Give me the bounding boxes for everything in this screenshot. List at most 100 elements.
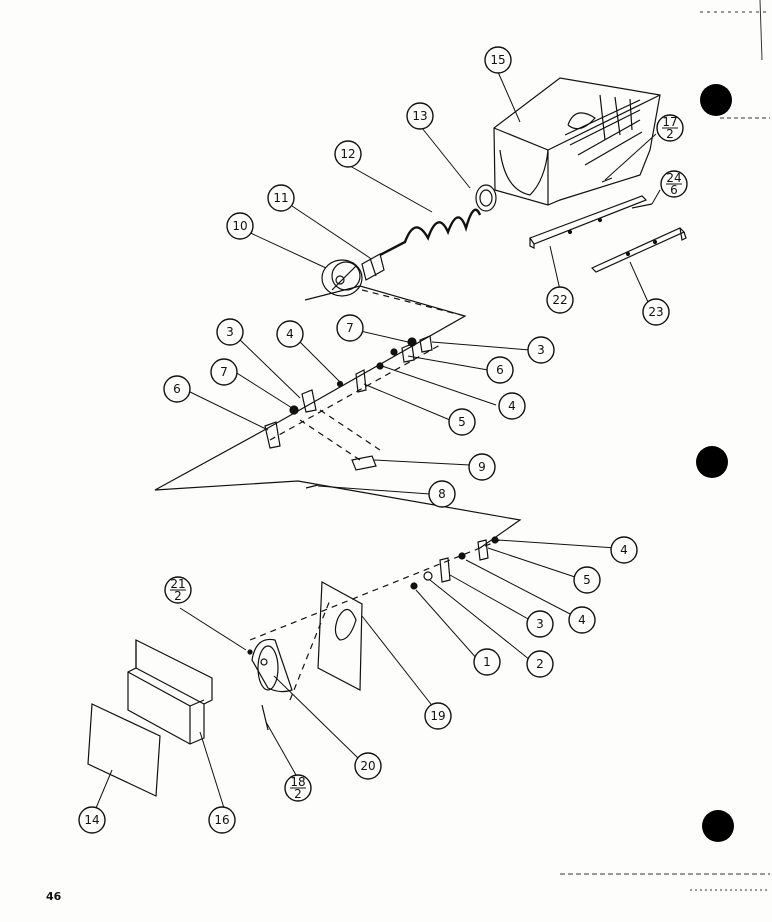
callout-label: 13 <box>412 109 427 123</box>
callout-label: 22 <box>552 293 567 307</box>
callout-c14: 14 <box>78 806 106 834</box>
callout-label: 1 <box>483 655 491 669</box>
callout-label: 16 <box>214 813 229 827</box>
centerline-lower <box>249 539 501 641</box>
screw-18-part <box>261 704 269 731</box>
callout-c19: 19 <box>424 702 452 730</box>
callout-circle <box>573 566 601 594</box>
scan-edge-marks <box>560 0 770 891</box>
callout-c4b: 4 <box>498 392 526 420</box>
callout-c24: 246 <box>660 170 688 198</box>
callout-label: 2 <box>536 657 544 671</box>
callout-circle <box>642 298 670 326</box>
leader-lines <box>95 71 661 809</box>
shaft-9-part <box>351 455 377 471</box>
callout-c11: 11 <box>267 184 295 212</box>
callout-circle <box>473 648 501 676</box>
callout-label: 19 <box>430 709 445 723</box>
callout-c3a: 3 <box>216 318 244 346</box>
callout-label: 20 <box>360 759 375 773</box>
callout-circle <box>468 453 496 481</box>
callout-circle <box>210 358 238 386</box>
centerline-motor <box>289 599 331 701</box>
plate-19-part <box>317 581 363 691</box>
callout-c7a: 7 <box>336 314 364 342</box>
callout-label: 4 <box>620 543 628 557</box>
callout-c3c: 3 <box>526 610 554 638</box>
callout-c3b: 3 <box>527 336 555 364</box>
callout-circle <box>406 102 434 130</box>
callout-label: 11 <box>273 191 288 205</box>
callout-label: 7 <box>220 365 228 379</box>
binder-hole-bottom <box>702 810 734 842</box>
callout-c22: 22 <box>546 286 574 314</box>
callout-circle <box>276 320 304 348</box>
callout-label: 4 <box>578 613 586 627</box>
callout-circle <box>527 336 555 364</box>
callout-circle <box>610 536 638 564</box>
callout-c23: 23 <box>642 298 670 326</box>
callout-c5b: 5 <box>573 566 601 594</box>
callout-c20: 20 <box>354 752 382 780</box>
callout-label: 4 <box>286 327 294 341</box>
callout-c7b: 7 <box>210 358 238 386</box>
callout-label: 9 <box>478 460 486 474</box>
callout-c17: 172 <box>656 114 684 142</box>
callout-label: 14 <box>84 813 99 827</box>
callout-label: 15 <box>490 53 505 67</box>
callout-circle <box>526 610 554 638</box>
screw-8-part <box>305 484 319 489</box>
callout-c1: 1 <box>473 648 501 676</box>
diagram-drawing <box>87 77 687 797</box>
callout-c4c: 4 <box>610 536 638 564</box>
callout-circle <box>226 212 254 240</box>
screw-24-part <box>631 203 653 209</box>
callout-denominator: 6 <box>670 183 678 197</box>
centerline-upper <box>361 289 466 317</box>
callout-numerator: 17 <box>662 115 677 129</box>
callout-label: 3 <box>537 343 545 357</box>
rail-22-part <box>529 195 648 249</box>
callout-c10: 10 <box>226 212 254 240</box>
auger-spring-part <box>379 208 482 257</box>
callout-c16: 16 <box>208 806 236 834</box>
upper-linkage-parts <box>264 335 433 449</box>
callout-label: 10 <box>232 219 247 233</box>
assembly-envelope <box>154 285 522 549</box>
callout-c2: 2 <box>526 650 554 678</box>
callout-circle <box>428 480 456 508</box>
callout-numerator: 24 <box>666 171 681 185</box>
motor-20-part <box>247 638 293 693</box>
callout-circle <box>448 408 476 436</box>
callout-circle <box>568 606 596 634</box>
callout-circle <box>163 375 191 403</box>
housing-16-part <box>127 639 213 745</box>
callout-circle <box>334 140 362 168</box>
callout-label: 12 <box>340 147 355 161</box>
callout-circle <box>486 356 514 384</box>
screw-17-part <box>601 177 613 183</box>
callout-circle <box>546 286 574 314</box>
callout-label: 8 <box>438 487 446 501</box>
callout-circle <box>336 314 364 342</box>
callout-circle <box>498 392 526 420</box>
callout-c21: 212 <box>164 576 192 604</box>
callout-c5a: 5 <box>448 408 476 436</box>
callout-c8: 8 <box>428 480 456 508</box>
callout-label: 7 <box>346 321 354 335</box>
centerline-mid <box>269 344 441 441</box>
callout-circle <box>267 184 295 212</box>
callout-numerator: 21 <box>170 577 185 591</box>
coupling-11-part <box>361 253 385 281</box>
callout-denominator: 2 <box>666 127 674 141</box>
callout-c6b: 6 <box>486 356 514 384</box>
callout-label: 23 <box>648 305 663 319</box>
callout-c6a: 6 <box>163 375 191 403</box>
callout-circle <box>354 752 382 780</box>
binder-holes <box>696 84 734 842</box>
binder-hole-top <box>700 84 732 116</box>
callout-circle <box>424 702 452 730</box>
